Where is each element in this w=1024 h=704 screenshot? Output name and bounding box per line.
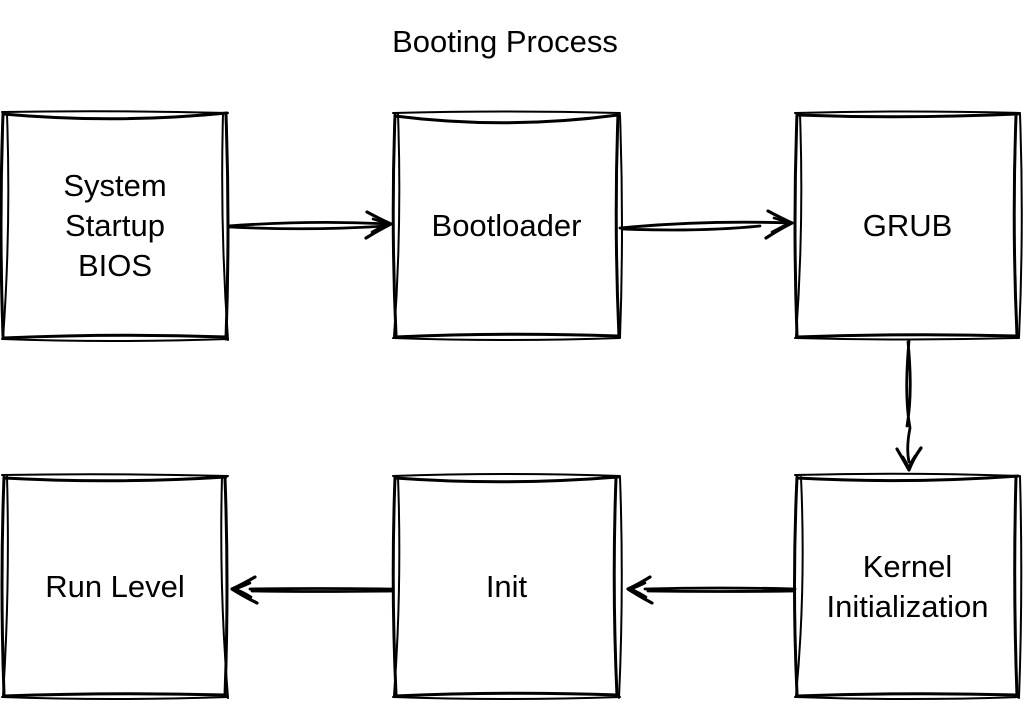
arrow-head [626,575,654,605]
box-stroke [1,110,229,342]
node-border-run-level [0,473,229,700]
arrow-head [895,446,923,472]
node-system-startup-bios: System Startup BIOS [2,112,228,340]
arrow-bios-to-bootloader [226,210,393,240]
arrow-head [233,581,253,599]
arrow-shaft [226,221,391,231]
arrow-head [370,217,390,234]
box-stroke [794,110,1023,341]
node-label-bootloader: Bootloader [431,207,582,243]
arrow-shaft [643,586,797,593]
arrow-head [770,216,791,234]
node-run-level: Run Level [2,475,228,698]
arrow-shaft [248,587,395,593]
arrow-head [230,575,259,605]
node-border-kernel-initialization [793,472,1023,700]
arrow-shaft [905,339,912,464]
box-stroke [392,110,623,341]
arrow-shaft [618,220,793,232]
node-grub: GRUB [795,113,1020,338]
node-border-grub [793,110,1023,341]
arrow-grub-to-kernel-initialization [895,339,923,472]
box-stroke [391,475,620,698]
node-label-grub: GRUB [862,207,953,243]
box-stroke [392,473,623,700]
arrow-kernel-initialization-to-init [626,575,797,605]
arrow-head [764,209,794,240]
node-label-system-startup-bios: System Startup BIOS [63,168,167,283]
box-stroke [0,475,229,698]
arrow-bootloader-to-grub [618,209,794,240]
arrow-init-to-run-level [230,575,395,605]
box-stroke [391,112,621,339]
arrow-head [629,581,648,599]
node-border-init [391,473,623,700]
box-stroke [793,474,1020,698]
box-stroke [793,112,1020,339]
node-bootloader: Bootloader [393,113,620,338]
node-init: Init [393,475,620,698]
node-label-run-level: Run Level [45,568,185,604]
arrow-head [901,454,917,470]
node-border-bootloader [391,110,623,341]
node-kernel-initialization: Kernel Initialization [795,475,1020,698]
arrow-head [364,210,393,240]
node-label-init: Init [485,568,528,604]
node-label-kernel-initialization: Kernel Initialization [826,548,989,624]
box-stroke [1,473,229,700]
diagram-title: Booting Process [392,24,618,59]
box-stroke [794,472,1023,700]
